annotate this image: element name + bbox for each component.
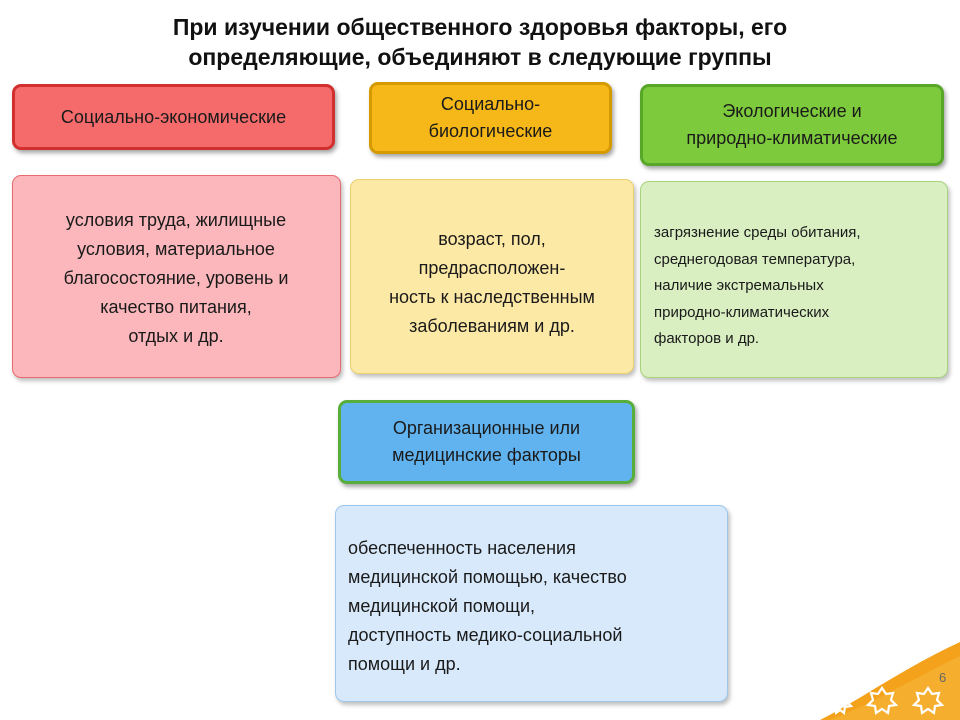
social-economic-panel: [12, 175, 341, 378]
medical-line: помощи и др.: [348, 654, 461, 674]
medical-line: доступность медико-социальной: [348, 625, 623, 645]
social-biological-header-line: Социально-: [440, 94, 541, 114]
medical-panel: [335, 505, 728, 702]
social-economic-text: условия труда, жилищные условия, материа…: [16, 206, 336, 351]
social-biological-text: возраст, пол, предрасположен- ность к на…: [355, 225, 629, 341]
ecological-panel: [640, 181, 948, 378]
social-biological-line: возраст, пол,: [438, 229, 546, 249]
medical-line: медицинской помощи,: [348, 596, 536, 616]
ecological-header: Экологические и природно-климатические: [640, 84, 944, 166]
ecological-header-line: Экологические и: [722, 101, 862, 121]
ecological-line: загрязнение среды обитания,: [654, 224, 861, 241]
social-economic-line: условия, материальное: [77, 239, 275, 259]
ecological-text: загрязнение среды обитания, среднегодова…: [654, 220, 944, 353]
corner-decoration: [820, 642, 960, 720]
slide-title: При изучении общественного здоровья факт…: [60, 12, 900, 72]
social-biological-header-line: биологические: [428, 121, 553, 141]
social-biological-line: ность к наследственным: [389, 287, 595, 307]
snowflake-icon: [865, 686, 899, 715]
ecological-line: факторов и др.: [654, 330, 760, 347]
social-economic-line: отдых и др.: [128, 326, 224, 346]
ecological-header-line: природно-климатические: [686, 128, 898, 148]
ecological-line: среднегодовая температура,: [654, 250, 856, 268]
social-biological-panel: [350, 179, 634, 374]
snowflake-icon: [911, 686, 945, 715]
medical-header: Организационные или медицинские факторы: [338, 400, 635, 484]
social-economic-header-label: Социально-экономические: [60, 106, 287, 127]
social-economic-line: условия труда, жилищные: [65, 210, 287, 230]
snowflake-icon: [826, 689, 854, 715]
ecological-line: наличие экстремальных: [654, 277, 824, 294]
medical-header-line: Организационные или: [392, 418, 581, 438]
social-economic-line: качество питания,: [100, 297, 252, 317]
medical-header-line: медицинские факторы: [392, 445, 581, 465]
slide-number: 6: [939, 670, 947, 685]
slide-title-line-1: При изучении общественного здоровья факт…: [172, 14, 788, 40]
social-economic-line: благосостояние, уровень и: [63, 268, 289, 288]
slide-title-line-2: определяющие, объединяют в следующие гру…: [188, 44, 772, 70]
social-biological-line: заболеваниям и др.: [409, 316, 575, 336]
social-biological-header: Социально- биологические: [369, 82, 612, 154]
social-economic-header: Социально-экономические: [12, 84, 335, 150]
medical-line: обеспеченность населения: [348, 538, 576, 558]
medical-text: обеспеченность населения медицинской пом…: [348, 534, 723, 679]
medical-line: медицинской помощью, качество: [348, 567, 627, 587]
social-biological-line: предрасположен-: [418, 258, 566, 278]
ecological-line: природно-климатических: [654, 303, 830, 321]
